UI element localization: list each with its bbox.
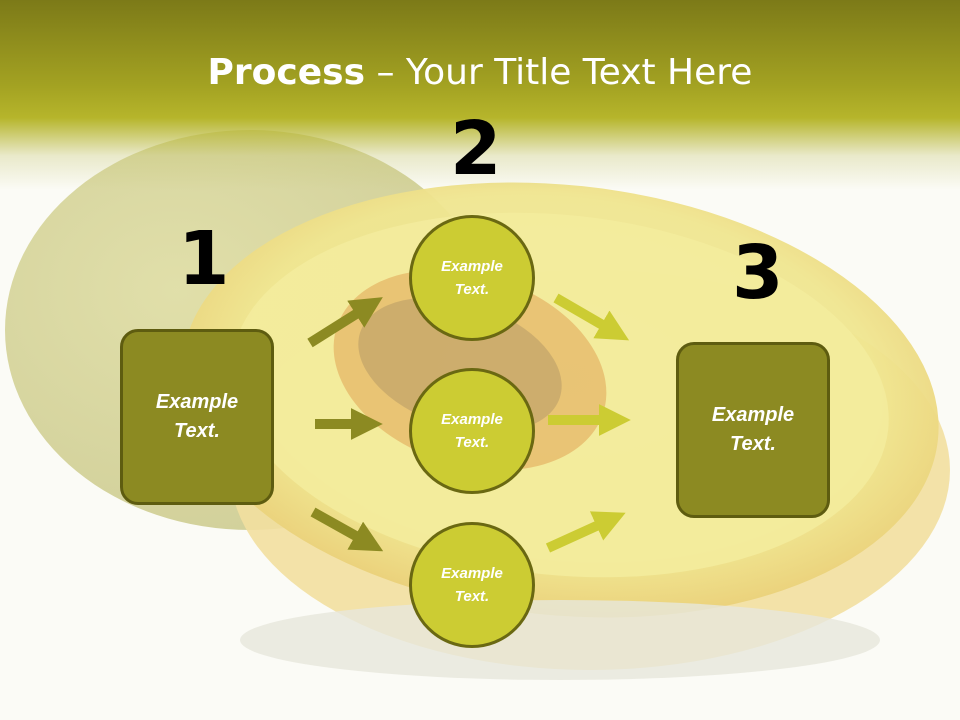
middle-circle-text: Example Text. xyxy=(441,410,503,451)
title-rest: – Your Title Text Here xyxy=(365,52,753,93)
right-step-box: Example Text. xyxy=(676,342,830,518)
arrow-box-to-bottom-circle xyxy=(310,507,384,552)
step-number-2: 2 xyxy=(450,106,502,192)
arrow-bottom-circle-to-box xyxy=(545,511,626,553)
left-box-text: Example Text. xyxy=(155,391,239,442)
middle-circle: Example Text. xyxy=(409,368,535,494)
step-number-1: 1 xyxy=(178,216,230,302)
arrow-top-circle-to-box xyxy=(553,293,630,341)
arrow-box-to-top-circle xyxy=(307,297,383,348)
bottom-circle-text: Example Text. xyxy=(441,564,503,605)
step-number-3: 3 xyxy=(732,230,784,316)
top-circle: Example Text. xyxy=(409,215,535,341)
title-band xyxy=(0,0,960,190)
slide-title: Process – Your Title Text Here xyxy=(0,52,960,93)
right-box-text: Example Text. xyxy=(711,404,795,455)
top-circle-text: Example Text. xyxy=(441,257,503,298)
left-step-box: Example Text. xyxy=(120,329,274,505)
title-bold: Process xyxy=(207,52,366,93)
bottom-circle: Example Text. xyxy=(409,522,535,648)
